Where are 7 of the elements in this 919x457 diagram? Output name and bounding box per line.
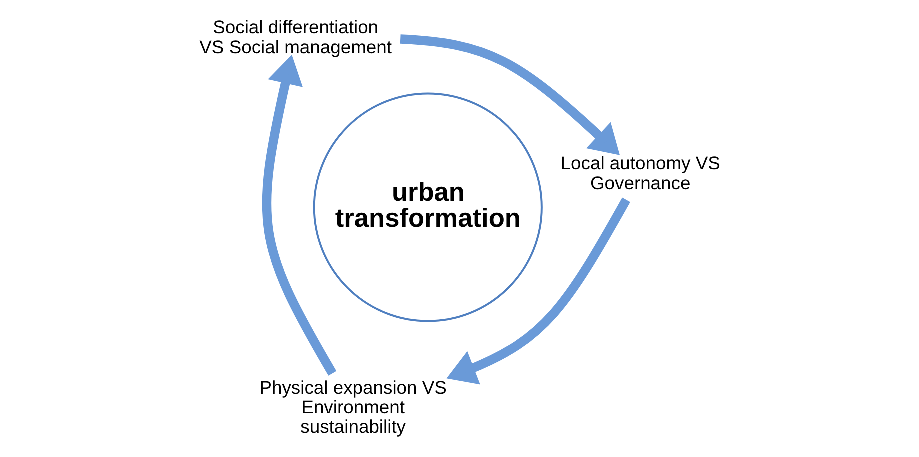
node-text: Physical expansion VS Environment sustainability xyxy=(259,376,446,438)
arrow xyxy=(262,54,336,376)
node-circle: urban transformation xyxy=(312,92,542,322)
node-text: Local autonomy VS Governance xyxy=(560,152,720,194)
arrow xyxy=(446,198,630,385)
node-text: Social differentiation VS Social management xyxy=(199,16,392,58)
arrow xyxy=(400,34,620,156)
